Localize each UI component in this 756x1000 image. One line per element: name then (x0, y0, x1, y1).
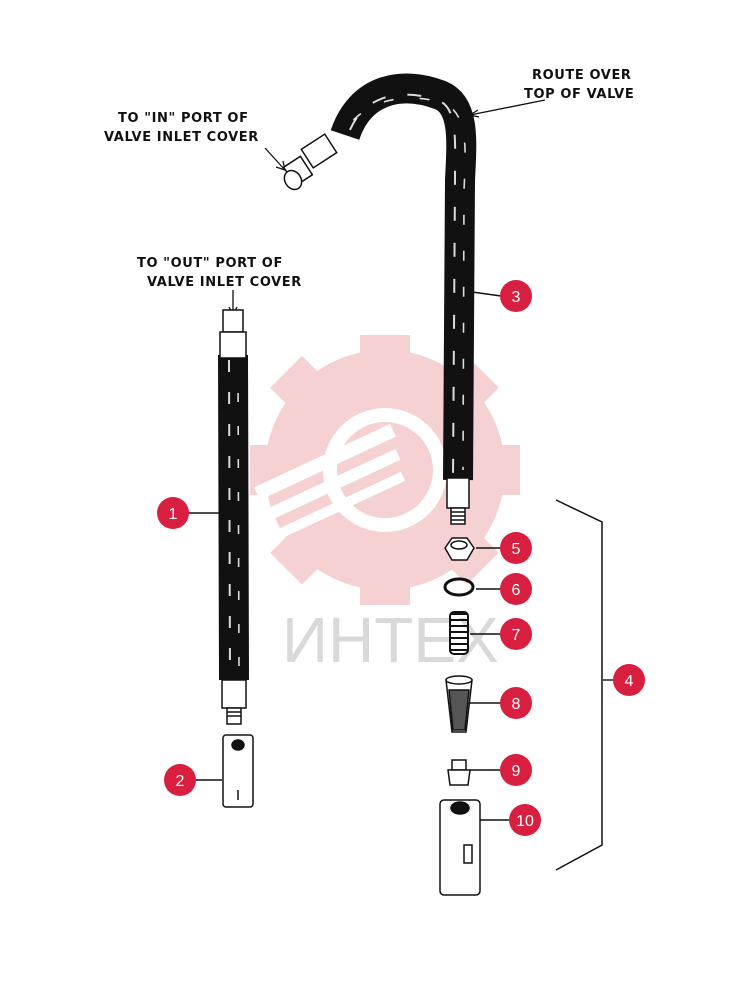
callout-leaders (188, 291, 614, 821)
filter-part-8 (445, 675, 473, 733)
group-bracket (555, 499, 603, 871)
svg-text:9: 9 (512, 763, 521, 780)
callout-3: 3 (500, 280, 532, 312)
route-label-line2: TOP OF VALVE (524, 87, 634, 102)
in-port-label-line2: VALVE INLET COVER (104, 130, 259, 145)
svg-text:6: 6 (512, 582, 521, 599)
callout-8: 8 (500, 687, 532, 719)
hose-3 (330, 73, 477, 481)
svg-text:1: 1 (169, 506, 178, 523)
hose-3-in-fitting (282, 133, 338, 191)
callout-6: 6 (500, 573, 532, 605)
fitting-part-9 (447, 759, 471, 786)
adapter-part-2 (222, 734, 254, 808)
watermark-text: ИНТЕХ (282, 604, 499, 676)
hose-1 (218, 354, 249, 681)
hose-3-lower-fitting (446, 477, 470, 525)
svg-text:4: 4 (625, 673, 634, 690)
housing-part-10 (439, 799, 481, 896)
callout-2: 2 (164, 764, 196, 796)
svg-text:5: 5 (512, 541, 521, 558)
callout-5: 5 (500, 532, 532, 564)
hose-1-bottom-fitting (221, 679, 247, 725)
watermark-gear-icon (250, 335, 520, 605)
svg-text:7: 7 (512, 627, 521, 644)
in-port-label-line1: TO "IN" PORT OF (118, 111, 249, 126)
callout-1: 1 (157, 497, 189, 529)
svg-text:8: 8 (512, 696, 521, 713)
svg-text:10: 10 (516, 813, 534, 830)
callout-10: 10 (509, 804, 541, 836)
o-ring-part-6 (443, 577, 475, 597)
hose-1-top-fitting (219, 309, 247, 359)
out-port-label-line1: TO "OUT" PORT OF (137, 256, 283, 271)
callout-9: 9 (500, 754, 532, 786)
nut-part-5 (444, 537, 475, 561)
callout-4: 4 (613, 664, 645, 696)
callout-7: 7 (500, 618, 532, 650)
out-port-label-line2: VALVE INLET COVER (147, 275, 302, 290)
svg-text:3: 3 (512, 289, 521, 306)
route-label-line1: ROUTE OVER (532, 68, 632, 83)
spring-part-7 (449, 611, 469, 655)
svg-text:2: 2 (176, 773, 185, 790)
